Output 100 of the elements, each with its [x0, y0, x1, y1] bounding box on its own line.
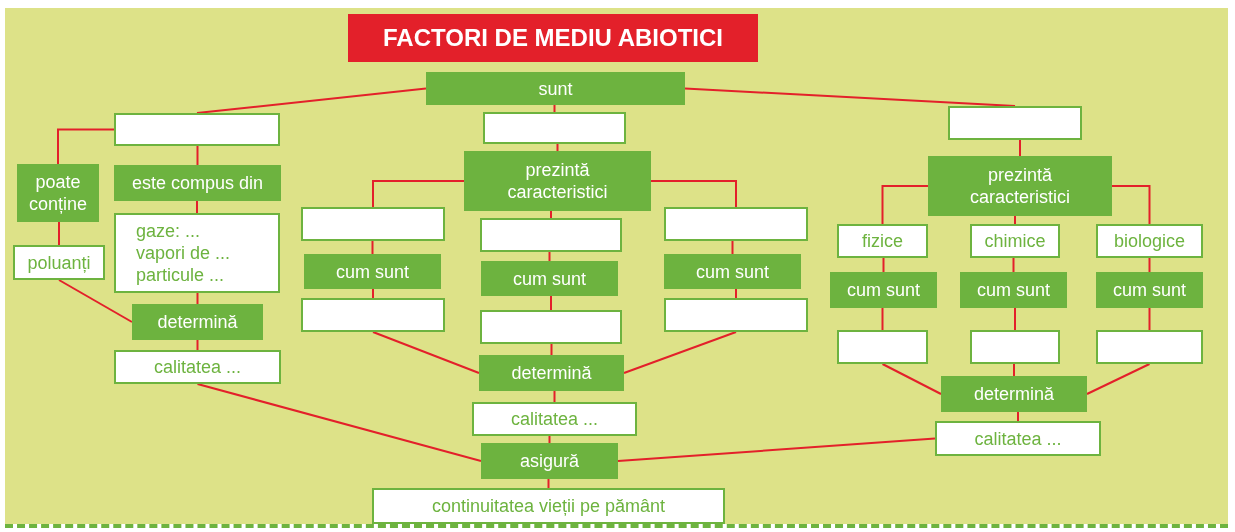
node-text: calitatea ... [153, 356, 241, 378]
connector-line [196, 292, 199, 305]
blank-answer-box [480, 310, 622, 344]
connector-line [1148, 307, 1151, 331]
connector-phrase-box [481, 261, 618, 296]
connector-line [58, 279, 133, 323]
concept-box [114, 350, 281, 384]
node-text: cum sunt [336, 260, 409, 283]
concept-box [837, 224, 928, 258]
connector-phrase-box [464, 151, 651, 211]
node-text: prezintă caracteristici [506, 159, 609, 203]
node-text: prezintă caracteristici [969, 164, 1071, 208]
connector-phrase-box [664, 254, 801, 289]
connector-line [58, 221, 60, 246]
connector-line [372, 331, 480, 374]
node-text: continuitatea vieții pe pământ [431, 495, 666, 517]
node-text: cum sunt [513, 267, 586, 290]
connector-line [882, 257, 885, 273]
connector-line [550, 295, 552, 311]
connector-line [623, 331, 737, 374]
node-text: cum sunt [847, 279, 920, 301]
blank-answer-box [480, 218, 622, 252]
connector-line [57, 128, 115, 165]
blank-answer-box [664, 298, 808, 332]
connector-line [548, 435, 551, 444]
connector-phrase-box [928, 156, 1112, 216]
blank-answer-box [114, 113, 280, 146]
connector-line [196, 145, 199, 166]
node-text: poluanți [27, 251, 91, 274]
connector-line [196, 200, 198, 214]
connector-line [553, 390, 556, 403]
node-text: determină [511, 362, 592, 384]
connector-line [553, 104, 556, 113]
connector-line [556, 143, 559, 152]
blank-answer-box [1096, 330, 1203, 364]
node-text: vapori de ... [136, 242, 231, 264]
connector-line [372, 180, 465, 208]
connector-line [196, 87, 427, 114]
connector-line [548, 251, 551, 262]
connector-line [1012, 257, 1015, 273]
connector-phrase-box [114, 165, 281, 201]
node-text: chimice [984, 230, 1046, 252]
connector-line [881, 363, 942, 395]
connector-phrase-box [481, 443, 618, 479]
concept-box [935, 421, 1101, 456]
connector-line [735, 288, 737, 299]
node-text: cum sunt [1113, 279, 1186, 301]
blank-answer-box [970, 330, 1060, 364]
concept-box [472, 402, 637, 436]
node-text: calitatea ... [974, 427, 1062, 450]
connector-line [1017, 411, 1019, 422]
connector-line [1013, 363, 1015, 377]
concept-box [372, 488, 725, 524]
concept-box [114, 213, 280, 293]
blank-answer-box [948, 106, 1082, 140]
node-text: cum sunt [696, 260, 769, 283]
connector-line [196, 383, 482, 462]
connector-line [371, 240, 374, 255]
connector-line [1019, 139, 1021, 157]
node-text: determină [157, 311, 238, 333]
connector-line [1148, 257, 1151, 273]
connector-phrase-box [1096, 272, 1203, 308]
connector-phrase-box [941, 376, 1087, 412]
node-text: poate conține [27, 171, 88, 215]
blank-answer-box [837, 330, 928, 364]
connector-phrase-box [426, 72, 685, 105]
connector-phrase-box [960, 272, 1067, 308]
connector-line [881, 307, 884, 331]
node-text: asigură [519, 450, 579, 472]
connector-phrase-box [830, 272, 937, 308]
connector-line [731, 240, 734, 255]
blank-answer-box [301, 298, 445, 332]
node-text: biologice [1113, 230, 1186, 252]
connector-line [550, 343, 553, 356]
connector-line [1086, 363, 1151, 395]
node-text: calitatea ... [510, 408, 598, 430]
node-text: particule ... [136, 264, 225, 286]
concept-box [1096, 224, 1203, 258]
connector-line [372, 288, 374, 299]
connector-line [547, 478, 550, 489]
connector-line [684, 87, 1016, 107]
node-text: gaze: ... [136, 220, 201, 242]
connector-line [1014, 215, 1016, 225]
blank-answer-box [301, 207, 445, 241]
concept-box [13, 245, 105, 280]
connector-line [881, 185, 929, 225]
node-text: sunt [538, 77, 573, 100]
node-text: determină [973, 383, 1054, 405]
node-text: fizice [862, 230, 903, 252]
connector-phrase-box [479, 355, 624, 391]
connector-line [1111, 185, 1151, 225]
connector-line [617, 437, 936, 462]
connector-phrase-box [132, 304, 263, 340]
node-text: este compus din [131, 172, 264, 194]
blank-answer-box [483, 112, 626, 144]
connector-phrase-box [17, 164, 99, 222]
connector-line [1014, 307, 1016, 331]
connector-line [550, 210, 552, 219]
blank-answer-box [664, 207, 808, 241]
concept-box [970, 224, 1060, 258]
